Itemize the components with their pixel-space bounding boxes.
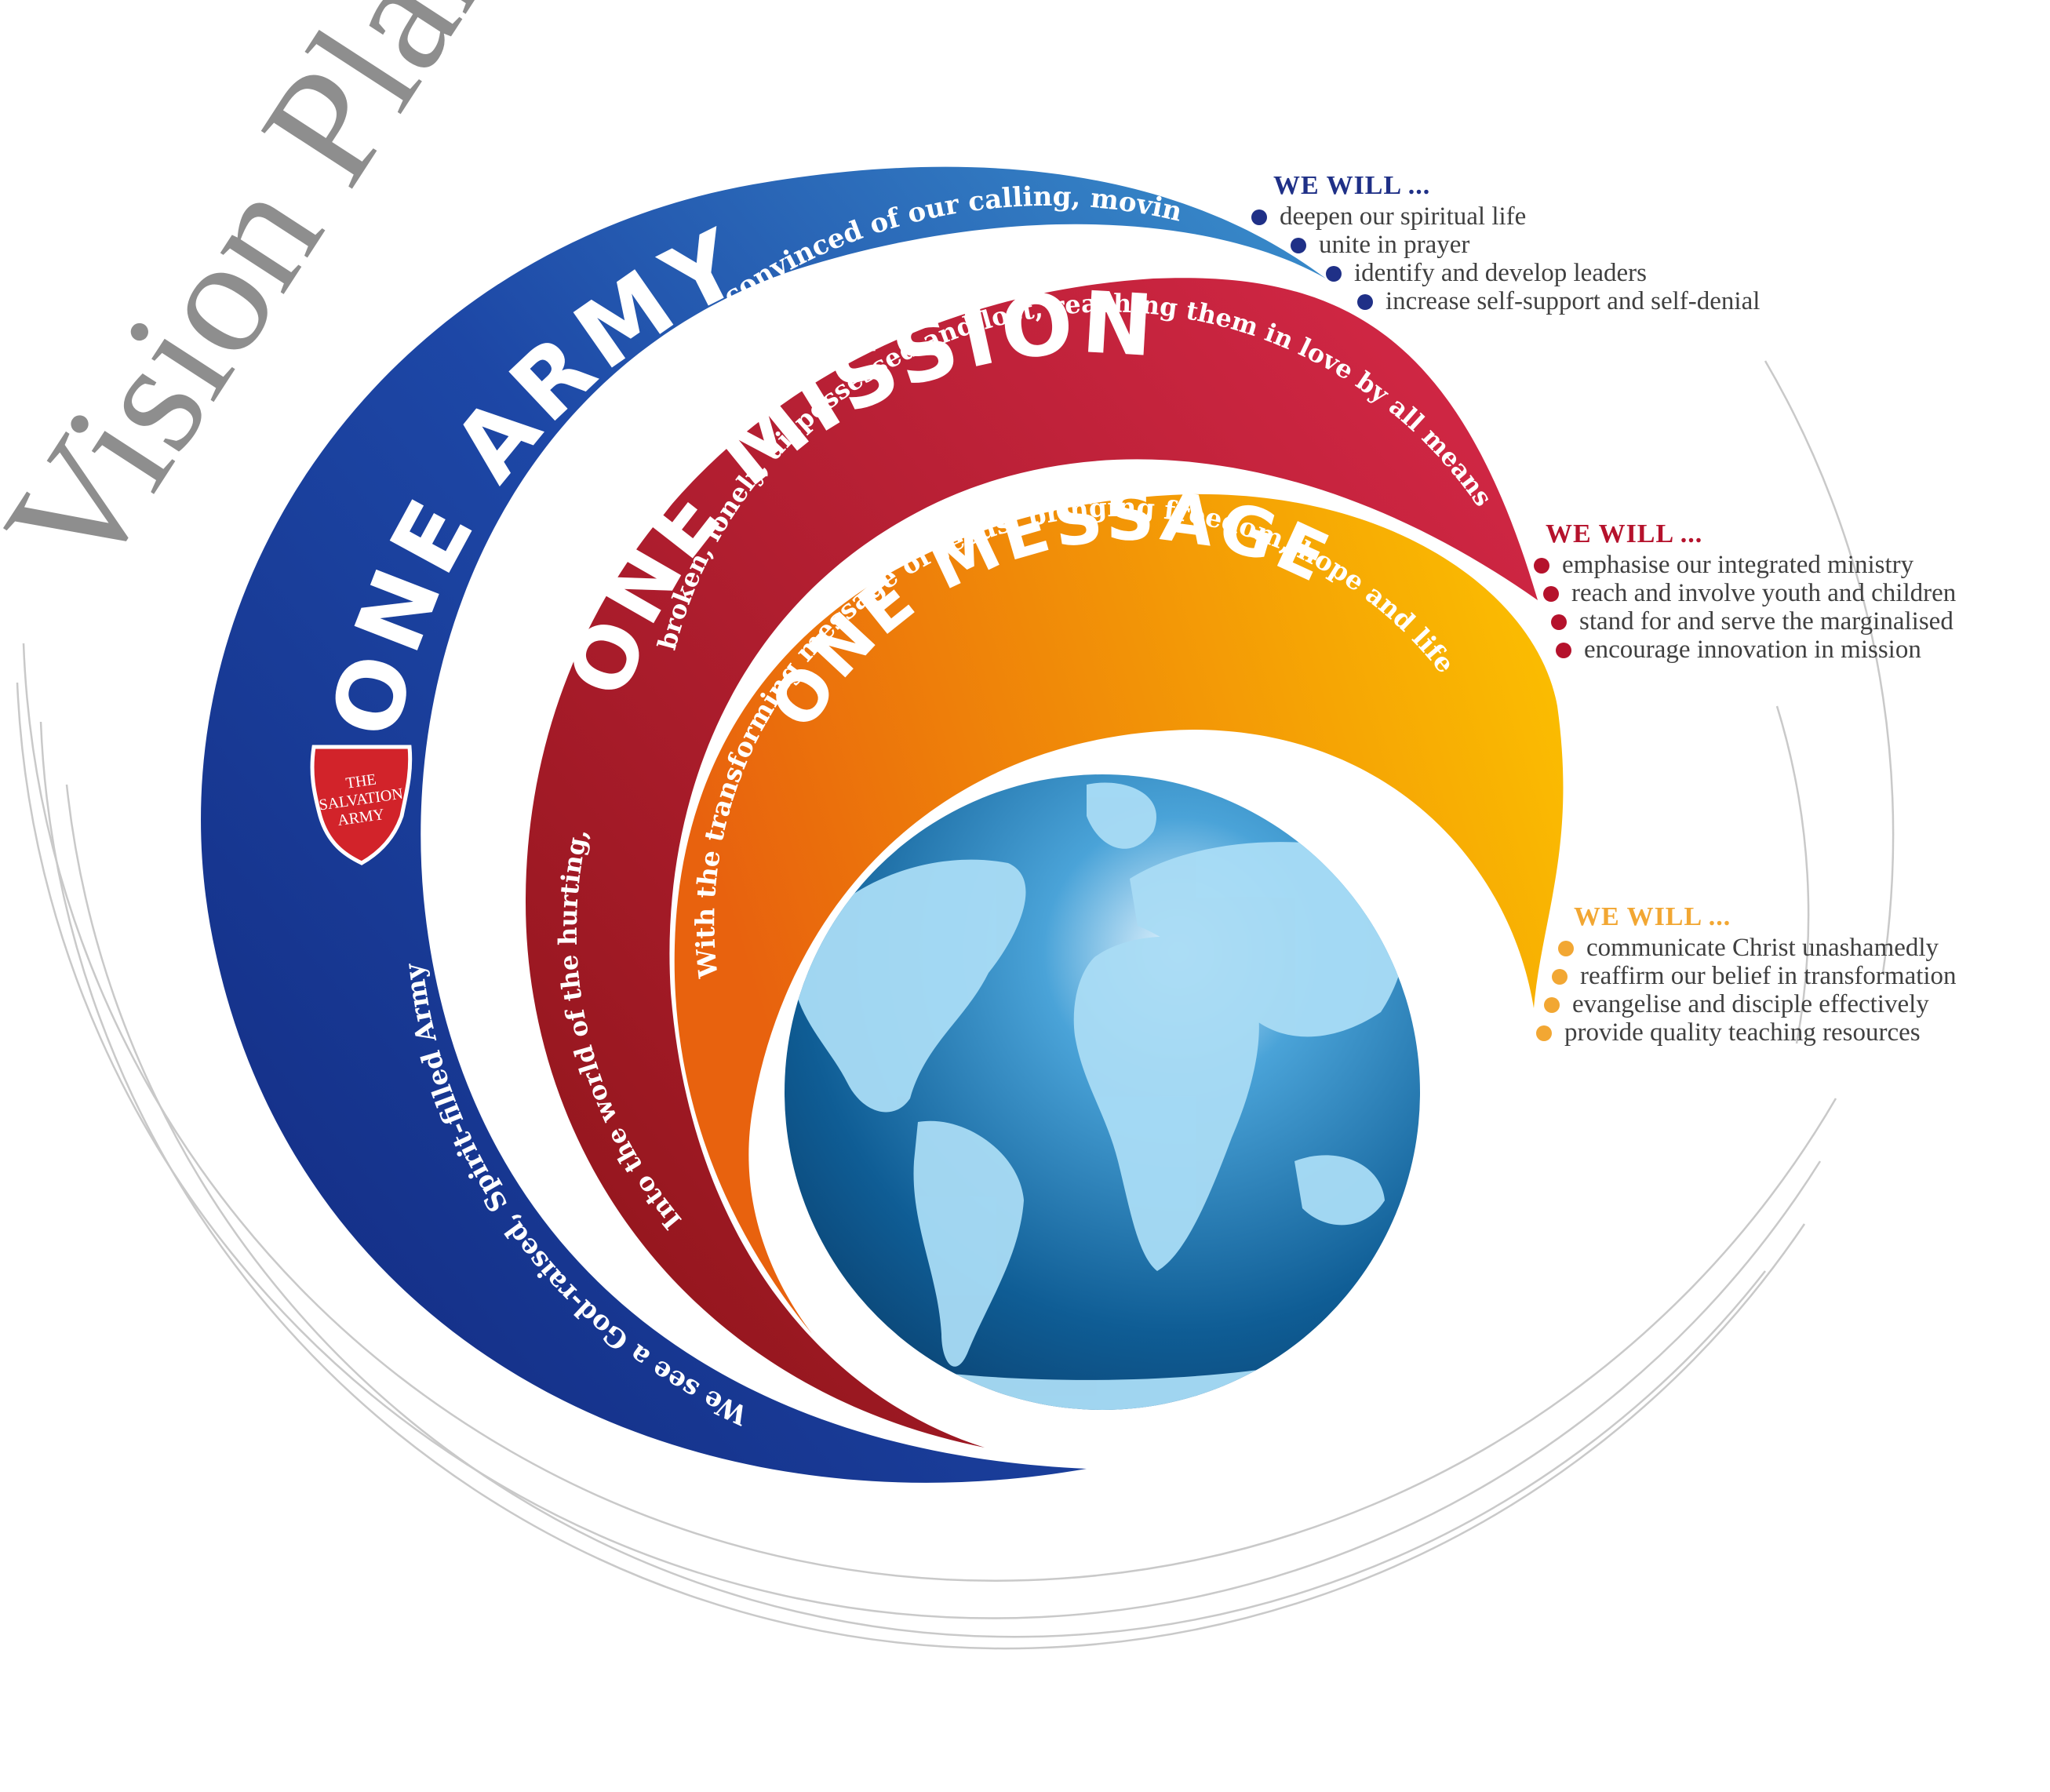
- list-item: reach and involve youth and children: [1543, 579, 1956, 607]
- list-item: deepen our spiritual life: [1251, 202, 1654, 231]
- list-item: identify and develop leaders: [1326, 259, 1728, 287]
- bullet-icon: [1326, 266, 1342, 282]
- red-shield-icon: [310, 745, 413, 865]
- bullet-icon: [1558, 941, 1574, 956]
- list-item: provide quality teaching resources: [1536, 1018, 1941, 1047]
- army-commitments: WE WILL ... deepen our spiritual life un…: [1251, 171, 1760, 315]
- one-army-band: [201, 166, 1327, 1483]
- list-item: increase self-support and self-denial: [1357, 287, 1760, 315]
- bullet-icon: [1357, 294, 1373, 310]
- mission-commitments: WE WILL ... emphasise our integrated min…: [1534, 519, 1956, 664]
- bullet-icon: [1291, 238, 1306, 253]
- list-item: emphasise our integrated ministry: [1534, 551, 1946, 579]
- bullet-icon: [1544, 997, 1560, 1013]
- bullet-icon: [1251, 209, 1267, 225]
- list-item: communicate Christ unashamedly: [1558, 934, 1963, 962]
- message-commitments: WE WILL ... communicate Christ unashamed…: [1536, 902, 1957, 1047]
- list-item: reaffirm our belief in transformation: [1552, 962, 1957, 990]
- bullet-icon: [1536, 1025, 1552, 1041]
- message-list-heading: WE WILL ...: [1574, 902, 1731, 931]
- mission-list-heading: WE WILL ...: [1546, 519, 1703, 548]
- list-item: stand for and serve the marginalised: [1551, 607, 1964, 636]
- bullet-icon: [1552, 969, 1568, 985]
- list-item: evangelise and disciple effectively: [1544, 990, 1949, 1018]
- bullet-icon: [1534, 558, 1549, 574]
- bullet-icon: [1543, 586, 1559, 602]
- army-list-heading: WE WILL ...: [1273, 171, 1431, 200]
- logo-line-1: THE: [344, 770, 377, 792]
- one-mission-band: [526, 278, 1538, 1448]
- list-item: unite in prayer: [1291, 231, 1693, 259]
- orbit-lines: [16, 360, 1895, 1650]
- globe-icon: [785, 774, 1420, 1410]
- one-message-band: [674, 494, 1564, 1335]
- bullet-icon: [1551, 614, 1567, 630]
- salvation-army-logo: THE SALVATION ARMY: [310, 745, 413, 865]
- bullet-icon: [1556, 643, 1571, 658]
- list-item: encourage innovation in mission: [1556, 636, 1968, 664]
